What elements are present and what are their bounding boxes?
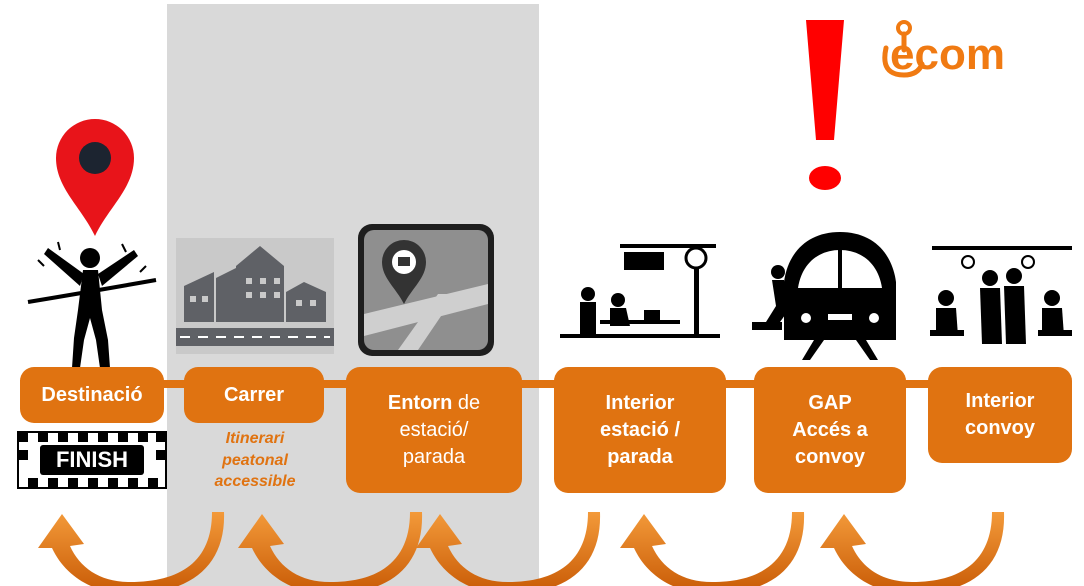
step-interior-convoy-line-2: convoy xyxy=(964,417,1036,439)
train-front-icon xyxy=(752,232,896,360)
station-platform-icon xyxy=(560,244,720,338)
step-carrer-label: Carrer xyxy=(223,383,285,406)
step-gap-line-1: GAP xyxy=(808,391,852,414)
finish-label: FINISH xyxy=(40,445,144,475)
step-interior-estacio-line-2: estació / xyxy=(599,418,681,441)
carrer-note-line-3: accessible xyxy=(214,473,296,491)
map-pin-icon xyxy=(56,119,134,236)
step-entorn-line-3: parada xyxy=(402,445,466,468)
step-gap-line-3: convoy xyxy=(794,445,866,468)
step-carrer-note: Itinerari peatonal accessible xyxy=(205,428,305,493)
step-gap: GAP Accés a convoy xyxy=(754,367,906,493)
step-entorn-line-1a: Entorn xyxy=(387,391,453,414)
exclamation-icon xyxy=(806,20,844,190)
step-entorn-line-2: estació/ xyxy=(399,418,469,441)
step-carrer: Carrer xyxy=(184,367,324,423)
step-interior-convoy: Interior convoy xyxy=(928,367,1072,463)
city-buildings-icon xyxy=(176,238,334,354)
step-destinacio: Destinació xyxy=(20,367,164,423)
curved-arrow-icon xyxy=(416,512,601,586)
train-interior-icon xyxy=(930,246,1072,344)
connector-line xyxy=(20,380,1070,388)
runner-finish-icon xyxy=(27,241,157,368)
wheelchair-logo-icon xyxy=(882,20,925,78)
step-entorn-line-1b: de xyxy=(452,391,481,414)
step-gap-line-2: Accés a xyxy=(792,418,868,441)
curved-arrow-icon xyxy=(38,512,225,586)
step-destinacio-label: Destinació xyxy=(41,383,143,406)
curved-arrow-icon xyxy=(238,512,423,586)
carrer-note-line-1: Itinerari xyxy=(225,430,285,447)
step-interior-estacio: Interior estació / parada xyxy=(554,367,726,493)
step-entorn: Entorn de estació/ parada xyxy=(346,367,522,493)
bus-stop-map-icon xyxy=(358,224,494,356)
curved-arrows xyxy=(38,512,1005,586)
step-entorn-line-1: Entorn de xyxy=(388,390,480,417)
curved-arrow-icon xyxy=(620,512,805,586)
curved-arrow-icon xyxy=(820,512,1005,586)
step-interior-estacio-line-3: parada xyxy=(607,445,673,468)
brand-logo-text: ecom xyxy=(890,30,1005,79)
step-interior-estacio-line-1: Interior xyxy=(605,391,675,414)
step-interior-convoy-line-1: Interior xyxy=(965,390,1035,412)
carrer-note-line-2: peatonal xyxy=(222,451,288,469)
